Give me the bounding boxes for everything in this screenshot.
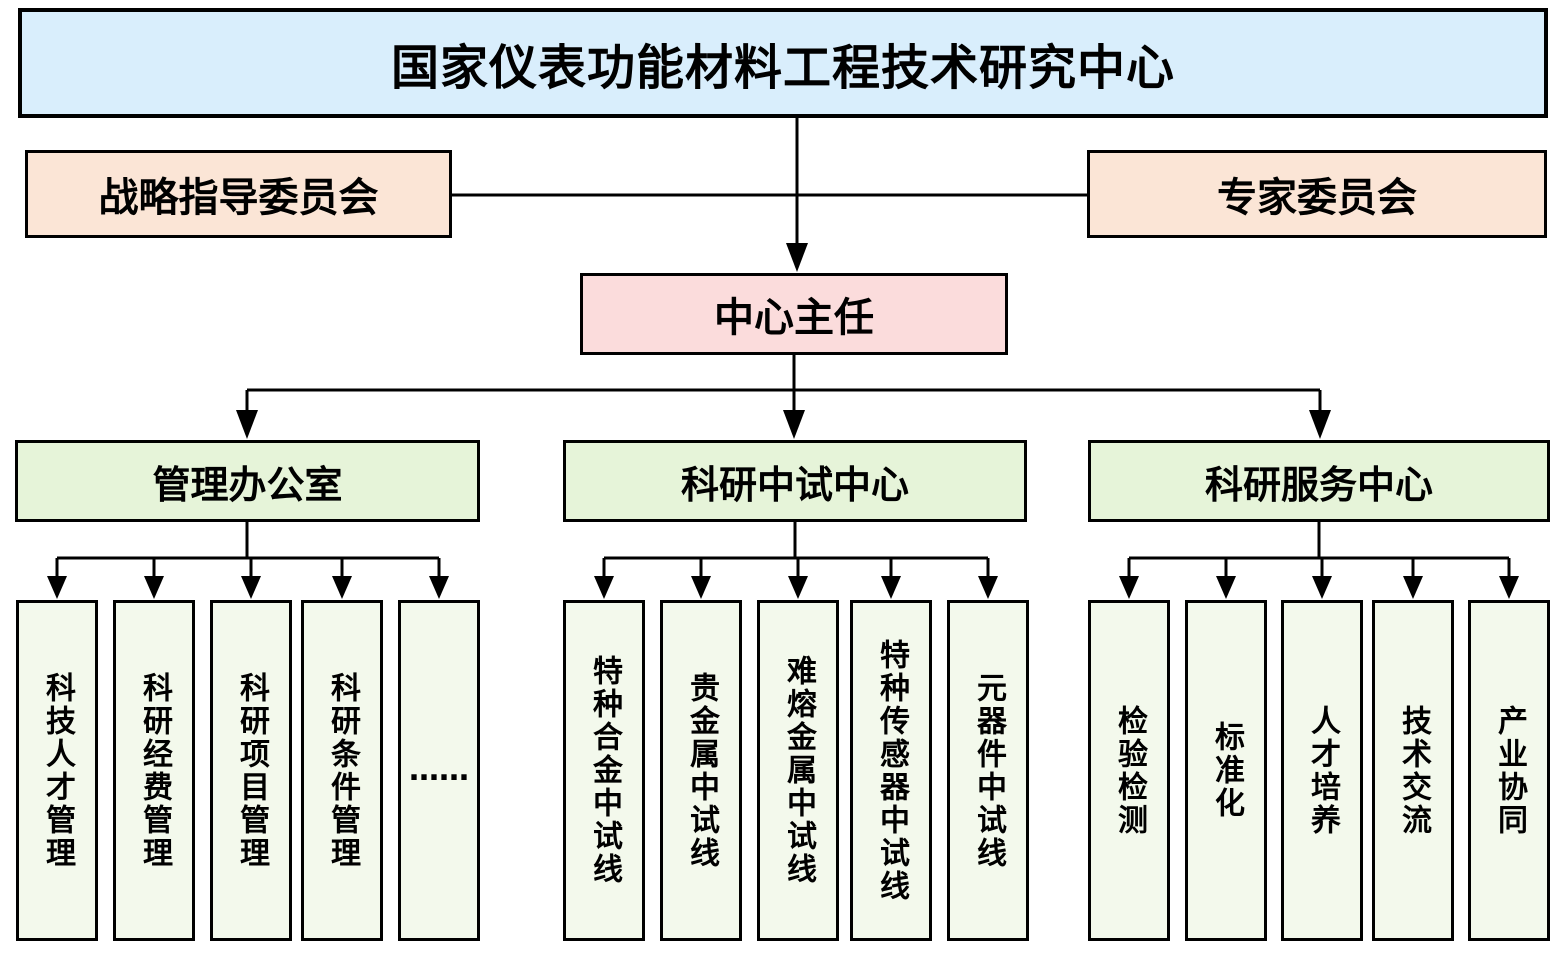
child-research-condition-mgmt: 科研条件管理: [301, 600, 383, 941]
child-technology-exchange: 技术交流: [1372, 600, 1454, 941]
org-title: 国家仪表功能材料工程技术研究中心: [18, 8, 1548, 118]
child-research-funding-mgmt: 科研经费管理: [113, 600, 195, 941]
committee-strategic-guidance: 战略指导委员会: [25, 150, 452, 238]
child-talent-cultivation: 人才培养: [1281, 600, 1363, 941]
committee-expert-label: 专家委员会: [1217, 175, 1417, 221]
child-label: 特种合金中试线: [587, 655, 622, 886]
child-label: 标准化: [1209, 721, 1244, 820]
dept-pilot-test-center: 科研中试中心: [563, 440, 1027, 522]
child-label: 科技人才管理: [40, 671, 75, 870]
dept-service-center: 科研服务中心: [1088, 440, 1550, 522]
child-label: 产业协同: [1492, 704, 1527, 837]
child-precious-metal-pilot-line: 贵金属中试线: [660, 600, 742, 941]
child-refractory-metal-pilot-line: 难熔金属中试线: [757, 600, 839, 941]
org-title-label: 国家仪表功能材料工程技术研究中心: [390, 40, 1175, 96]
child-components-pilot-line: 元器件中试线: [947, 600, 1029, 941]
child-label: 科研条件管理: [325, 671, 360, 870]
child-special-alloy-pilot-line: 特种合金中试线: [563, 600, 645, 941]
child-label: 技术交流: [1396, 704, 1431, 837]
child-standardization: 标准化: [1185, 600, 1267, 941]
dept-service-center-label: 科研服务中心: [1204, 462, 1433, 507]
child-label: 难熔金属中试线: [781, 655, 816, 886]
child-label: 人才培养: [1305, 704, 1340, 837]
child-sci-tech-talent-mgmt: 科技人才管理: [16, 600, 98, 941]
child-label: 科研项目管理: [234, 671, 269, 870]
committee-expert: 专家委员会: [1087, 150, 1547, 238]
child-label: 贵金属中试线: [684, 671, 719, 870]
dept-management-office: 管理办公室: [15, 440, 480, 522]
committee-strategic-guidance-label: 战略指导委员会: [98, 175, 379, 221]
child-label: 元器件中试线: [971, 671, 1006, 870]
child-label: 特种传感器中试线: [874, 638, 909, 903]
child-industry-collaboration: 产业协同: [1468, 600, 1550, 941]
child-inspection-testing: 检验检测: [1088, 600, 1170, 941]
child-research-project-mgmt: 科研项目管理: [210, 600, 292, 941]
director-box: 中心主任: [580, 273, 1008, 355]
ellipsis-label: ……: [409, 753, 469, 788]
dept-management-office-label: 管理办公室: [152, 462, 343, 507]
dept-pilot-test-center-label: 科研中试中心: [680, 462, 909, 507]
child-special-sensor-pilot-line: 特种传感器中试线: [850, 600, 932, 941]
child-ellipsis: ……: [398, 600, 480, 941]
director-label: 中心主任: [714, 295, 874, 341]
child-label: 检验检测: [1112, 704, 1147, 837]
child-label: 科研经费管理: [137, 671, 172, 870]
arrowhead-icons: [47, 243, 1519, 599]
